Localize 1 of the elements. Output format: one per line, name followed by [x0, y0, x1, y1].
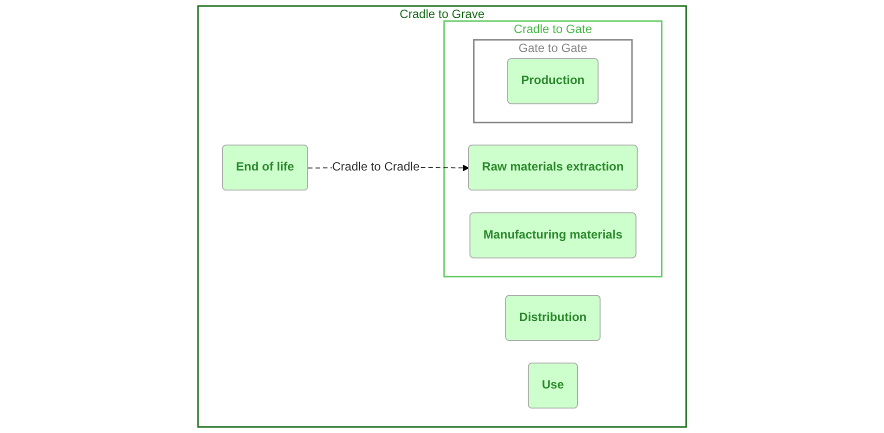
edge-label: Cradle to Cradle	[332, 160, 420, 174]
